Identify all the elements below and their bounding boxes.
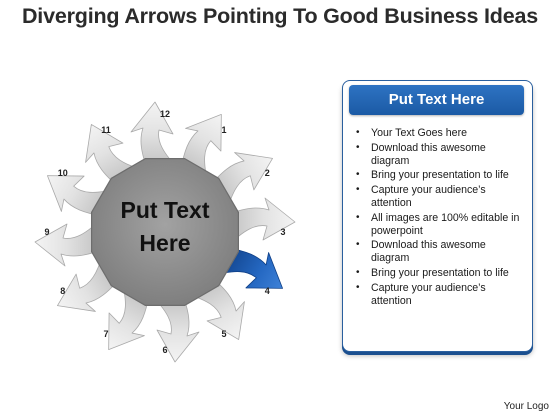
panel-header: Put Text Here <box>349 85 524 115</box>
arrow-3 <box>224 197 296 250</box>
arrow-12 <box>130 101 183 173</box>
arrow-number-2: 2 <box>265 168 270 178</box>
arrow-9 <box>34 214 106 267</box>
arrow-number-1: 1 <box>221 125 226 135</box>
center-text-line2: Here <box>139 230 191 256</box>
arrow-number-5: 5 <box>221 329 226 339</box>
bullet-list: Your Text Goes here Download this awesom… <box>351 127 527 309</box>
bullet-item: Your Text Goes here <box>351 127 527 140</box>
center-hub <box>90 158 239 306</box>
arrow-number-4: 4 <box>265 286 270 296</box>
bullet-item: Download this awesome diagram <box>351 142 527 168</box>
bullet-item: Bring your presentation to life <box>351 169 527 182</box>
arrow-number-12: 12 <box>160 109 170 119</box>
arrow-number-6: 6 <box>162 345 167 355</box>
arrow-number-9: 9 <box>44 227 49 237</box>
center-text-line1: Put Text <box>120 197 210 223</box>
arrow-number-11: 11 <box>101 125 111 135</box>
arrow-number-8: 8 <box>60 286 65 296</box>
arrow-number-7: 7 <box>103 329 108 339</box>
bullet-item: All images are 100% editable in powerpoi… <box>351 212 527 238</box>
center-text: Put Text Here <box>95 194 235 260</box>
text-panel: Put Text Here Your Text Goes here Downlo… <box>342 80 533 352</box>
logo-text: Your Logo <box>503 401 549 412</box>
bullet-item: Capture your audience’s attention <box>351 184 527 210</box>
arrow-6 <box>147 291 200 363</box>
bullet-item: Download this awesome diagram <box>351 239 527 265</box>
bullet-item: Capture your audience’s attention <box>351 282 527 308</box>
bullet-item: Bring your presentation to life <box>351 267 527 280</box>
arrow-number-10: 10 <box>58 168 68 178</box>
slide-title: Diverging Arrows Pointing To Good Busine… <box>21 4 539 28</box>
arrow-number-3: 3 <box>280 227 285 237</box>
